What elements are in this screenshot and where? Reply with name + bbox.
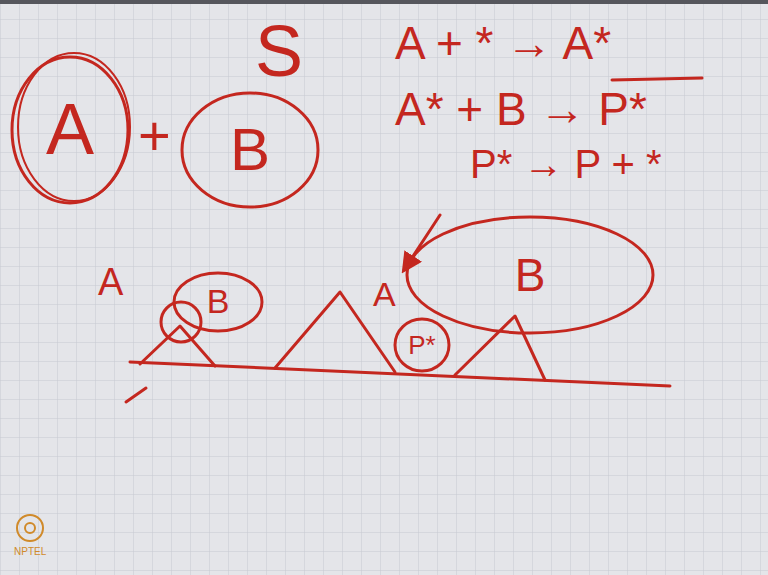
reaction-step: A + * → A* <box>395 18 611 69</box>
outline-ellipse <box>395 319 449 371</box>
species-circle: A <box>10 55 130 205</box>
underline <box>612 78 702 80</box>
logo <box>25 523 35 533</box>
species-label: A <box>98 262 123 304</box>
node-text: B <box>230 117 270 183</box>
species-circle: B <box>180 91 320 209</box>
outline-ellipse <box>12 57 128 203</box>
node-text: A <box>46 90 94 169</box>
pen-stroke <box>126 388 146 402</box>
symbol-label: S <box>255 12 303 91</box>
reaction-step: A* + B → P* <box>395 84 647 135</box>
node-text: B <box>207 283 230 320</box>
species-label: A <box>373 276 396 313</box>
outline-ellipse <box>174 273 262 331</box>
frame-edge <box>0 0 768 4</box>
plus-sign: + <box>138 105 171 167</box>
logo <box>17 515 43 541</box>
surface-line <box>130 362 670 386</box>
adsorbed-product: P* <box>393 317 451 373</box>
outline-ellipse <box>18 53 130 201</box>
outline-ellipse <box>182 93 318 207</box>
outline-ellipse <box>407 217 653 333</box>
adsorbed-site <box>161 302 201 342</box>
adsorbed-molecule: B <box>172 271 264 333</box>
surface-bump <box>140 326 215 366</box>
node-text: P* <box>408 331 435 360</box>
node-text: B <box>515 250 546 301</box>
reaction-step: P* → P + * <box>470 142 662 186</box>
gas-molecule: B <box>405 215 655 335</box>
logo-text: NPTEL <box>14 546 46 557</box>
